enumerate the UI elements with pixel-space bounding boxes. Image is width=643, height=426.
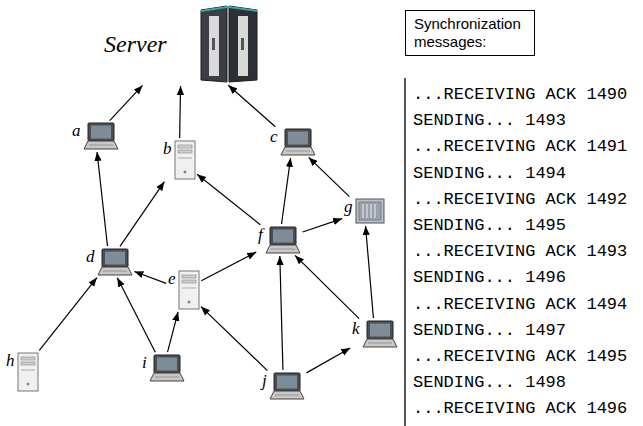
network-link <box>306 348 350 373</box>
node-label: j <box>262 372 267 389</box>
laptop-icon <box>265 226 301 254</box>
network-link <box>39 278 97 351</box>
desktop-node: b <box>163 140 196 180</box>
network-link <box>201 307 267 371</box>
note-text: Synchronization messages: <box>414 15 521 50</box>
node-label: c <box>270 128 278 145</box>
log-line: ...RECEIVING ACK 1492 <box>413 191 627 208</box>
network-link <box>303 219 342 232</box>
desktop-icon <box>178 270 200 310</box>
network-link <box>309 157 350 196</box>
log-line: ...RECEIVING ACK 1491 <box>413 138 627 155</box>
network-link <box>228 85 275 126</box>
network-link <box>117 278 155 352</box>
laptop-node: k <box>352 320 398 348</box>
network-link <box>295 255 359 318</box>
note-box: Synchronization messages: <box>405 10 535 56</box>
node-label: i <box>142 354 147 371</box>
log-line: SENDING... 1494 <box>413 165 566 182</box>
server-icon <box>199 4 259 84</box>
network-link <box>120 182 164 247</box>
log-line: SENDING... 1498 <box>413 374 566 391</box>
node-label: g <box>344 198 353 215</box>
network-link <box>134 271 166 283</box>
network-link <box>179 86 181 138</box>
laptop-icon <box>362 320 398 348</box>
log-border <box>404 78 406 426</box>
laptop-node: i <box>142 354 185 382</box>
laptop-icon <box>269 372 305 400</box>
network-link <box>110 85 143 120</box>
node-label: b <box>163 140 172 157</box>
laptop-icon <box>97 248 133 276</box>
laptop-node: c <box>270 128 316 156</box>
node-label: f <box>258 226 263 243</box>
laptop-icon <box>280 128 316 156</box>
node-label: a <box>72 122 81 139</box>
node-label: e <box>168 270 176 287</box>
log-line: SENDING... 1493 <box>413 112 566 129</box>
network-link <box>201 252 256 281</box>
log-line: ...RECEIVING ACK 1495 <box>413 348 627 365</box>
server-node: Server <box>104 4 259 84</box>
log-line: ...RECEIVING ACK 1490 <box>413 86 627 103</box>
node-label: d <box>86 248 95 265</box>
log-line: SENDING... 1496 <box>413 269 566 286</box>
laptop-node: f <box>258 226 301 254</box>
network-link <box>168 312 178 352</box>
log-line: ...RECEIVING ACK 1496 <box>413 400 627 417</box>
node-label: Server <box>104 32 167 56</box>
desktop-icon <box>174 140 196 180</box>
laptop-node: j <box>262 372 305 400</box>
node-label: h <box>6 352 15 369</box>
log-line: SENDING... 1497 <box>413 322 566 339</box>
node-label: k <box>352 320 360 337</box>
network-link <box>197 174 260 225</box>
network-link <box>280 256 283 370</box>
desktop-node: e <box>168 270 200 310</box>
log-line: SENDING... 1495 <box>413 217 566 234</box>
laptop-node: d <box>86 248 133 276</box>
device-node: g <box>344 198 385 224</box>
laptop-icon <box>149 354 185 382</box>
log-line: ...RECEIVING ACK 1493 <box>413 243 627 260</box>
laptop-icon <box>83 122 119 150</box>
desktop-icon <box>17 352 39 392</box>
desktop-node: h <box>6 352 39 392</box>
network-link <box>366 226 374 318</box>
laptop-node: a <box>72 122 119 150</box>
device-icon <box>355 198 385 224</box>
log-line: ...RECEIVING ACK 1494 <box>413 296 627 313</box>
network-link <box>282 158 291 224</box>
network-link <box>97 152 107 246</box>
